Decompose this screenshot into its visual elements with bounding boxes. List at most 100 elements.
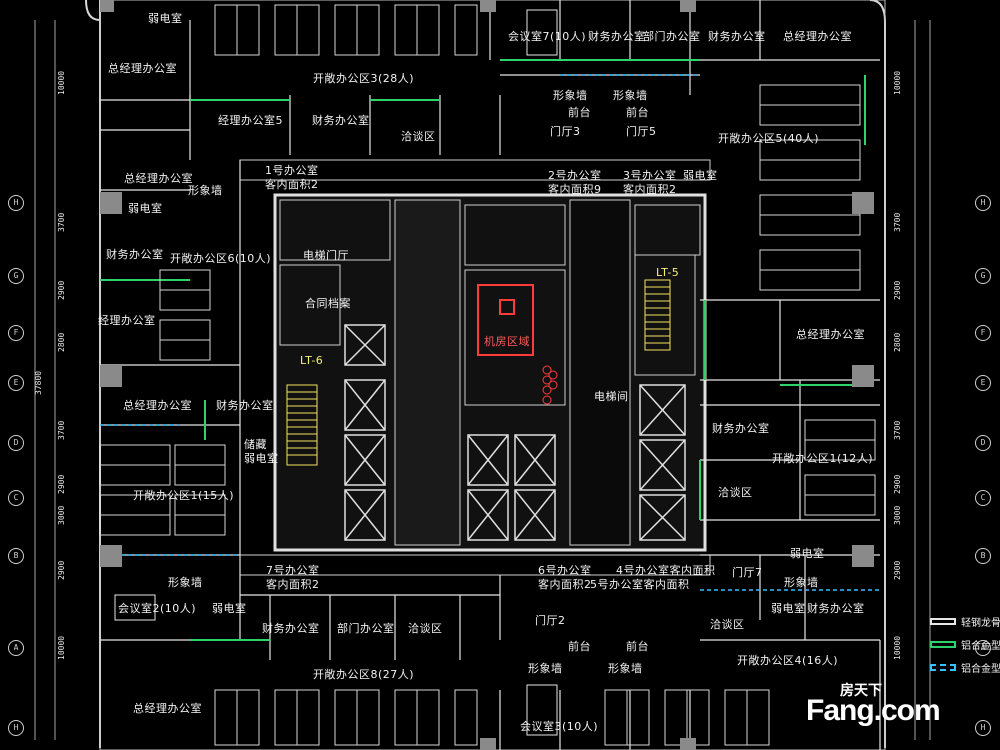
ws-right [759, 84, 876, 516]
room-label: 会议室3(10人) [520, 720, 599, 733]
room-label: 洽谈区 [401, 130, 436, 143]
room-label: 1号办公室 [265, 164, 319, 177]
room-label: 形象墙 [528, 662, 563, 675]
dimension-text: 2900 [893, 474, 902, 494]
room-label: 形象墙 [608, 662, 643, 675]
dimension-text: 2900 [57, 560, 66, 580]
central-core [239, 159, 711, 576]
dimension-text: 2900 [893, 560, 902, 580]
legend-item: 铝合金型 [930, 633, 1000, 656]
dimension-text: 10000 [893, 635, 902, 660]
room-label: 开敞办公区3(28人) [313, 72, 415, 85]
dimension-text: 3700 [893, 212, 902, 232]
room-label: 财务办公室 [588, 30, 646, 43]
axis-bubble: D [8, 435, 24, 451]
room-label: LT-5 [656, 266, 680, 279]
room-label: 5号办公室客内面积 [590, 578, 690, 591]
legend-text: 轻钢龙骨 [961, 618, 1000, 629]
glass-walls [100, 59, 866, 641]
room-label: 会议室7(10人) [508, 30, 587, 43]
room-label: 6号办公室 [538, 564, 592, 577]
axis-bubble: C [8, 490, 24, 506]
room-label: 财务办公室 [708, 30, 766, 43]
dimension-text: 10000 [893, 70, 902, 95]
room-label: 财务办公室 [262, 622, 320, 635]
room-label: 前台 [568, 640, 591, 653]
room-label: 弱电室 [771, 602, 806, 615]
axis-bubble: E [975, 375, 991, 391]
legend-text: 铝合金型 [961, 641, 1000, 652]
room-label: 机房区域 [484, 335, 530, 348]
dimension-text: 10000 [57, 635, 66, 660]
room-label: 财务办公室 [807, 602, 865, 615]
room-label: 开敞办公区4(16人) [737, 654, 839, 667]
room-label: 弱电室 [244, 452, 279, 465]
axis-bubble: H [8, 720, 24, 736]
axis-bubble: F [8, 325, 24, 341]
legend: 轻钢龙骨 铝合金型 铝合金型 [930, 610, 1000, 679]
room-label: 7号办公室 [266, 564, 320, 577]
room-label: 4号办公室客内面积 [616, 564, 716, 577]
total-dimension: 37800 [34, 370, 43, 395]
watermark-logo: 房天下 Fang.com [806, 680, 986, 740]
room-label: 客内面积2 [265, 178, 319, 191]
room-label: 总经理办公室 [133, 702, 202, 715]
dimension-text: 2900 [57, 474, 66, 494]
legend-item: 铝合金型 [930, 656, 1000, 679]
room-label: 总经理办公室 [783, 30, 852, 43]
room-label: 形象墙 [168, 576, 203, 589]
room-label: 合同档案 [305, 297, 351, 310]
room-label: 总经理办公室 [796, 328, 865, 341]
room-label: 洽谈区 [408, 622, 443, 635]
room-label: 弱电室 [128, 202, 163, 215]
room-label: 经理办公室 [98, 314, 156, 327]
ws-bottom [214, 689, 770, 746]
room-label: 经理办公室5 [218, 114, 283, 127]
room-label: 客内面积2 [623, 183, 677, 196]
partition-walls [100, 0, 881, 750]
room-label: 2号办公室 [548, 169, 602, 182]
dimension-text: 10000 [57, 70, 66, 95]
workstation-clusters [99, 4, 876, 746]
dimension-text: 3700 [57, 212, 66, 232]
room-label: 财务办公室 [106, 248, 164, 261]
room-label: 财务办公室 [216, 399, 274, 412]
room-label: 门厅3 [550, 125, 581, 138]
legend-text: 铝合金型 [961, 664, 1000, 675]
axis-bubble: C [975, 490, 991, 506]
watermark-en: Fang.com [806, 694, 941, 727]
room-label: 财务办公室 [312, 114, 370, 127]
room-label: 财务办公室 [712, 422, 770, 435]
axis-bubble: A [8, 640, 24, 656]
axis-bubble: G [975, 268, 991, 284]
room-label: 形象墙 [188, 184, 223, 197]
room-label: 形象墙 [784, 576, 819, 589]
room-label: 门厅5 [626, 125, 657, 138]
axis-bubble: B [8, 548, 24, 564]
room-label: 开敞办公区8(27人) [313, 668, 415, 681]
axis-bubble: H [975, 195, 991, 211]
room-label: 前台 [626, 640, 649, 653]
watermark: 房天下 Fang.com [806, 680, 986, 740]
axis-bubble: E [8, 375, 24, 391]
room-label: 客内面积9 [548, 183, 602, 196]
legend-swatch [930, 618, 956, 625]
room-label: 总经理办公室 [124, 172, 193, 185]
room-label: 门厅7 [732, 566, 763, 579]
room-label: 开敞办公区1(15人) [133, 489, 235, 502]
axis-bubble: H [8, 195, 24, 211]
watermark-cn: 房天下 [840, 683, 882, 699]
dimension-text: 3700 [893, 420, 902, 440]
room-label: 部门办公室 [643, 30, 701, 43]
room-label: 形象墙 [613, 89, 648, 102]
axis-bubble: D [975, 435, 991, 451]
room-label: 会议室2(10人) [118, 602, 197, 615]
legend-swatch [930, 641, 956, 648]
room-label: 洽谈区 [710, 618, 745, 631]
room-label: 总经理办公室 [108, 62, 177, 75]
axis-bubble: F [975, 325, 991, 341]
dimension-text: 3000 [57, 505, 66, 525]
room-label: 总经理办公室 [123, 399, 192, 412]
room-label: 弱电室 [148, 12, 183, 25]
